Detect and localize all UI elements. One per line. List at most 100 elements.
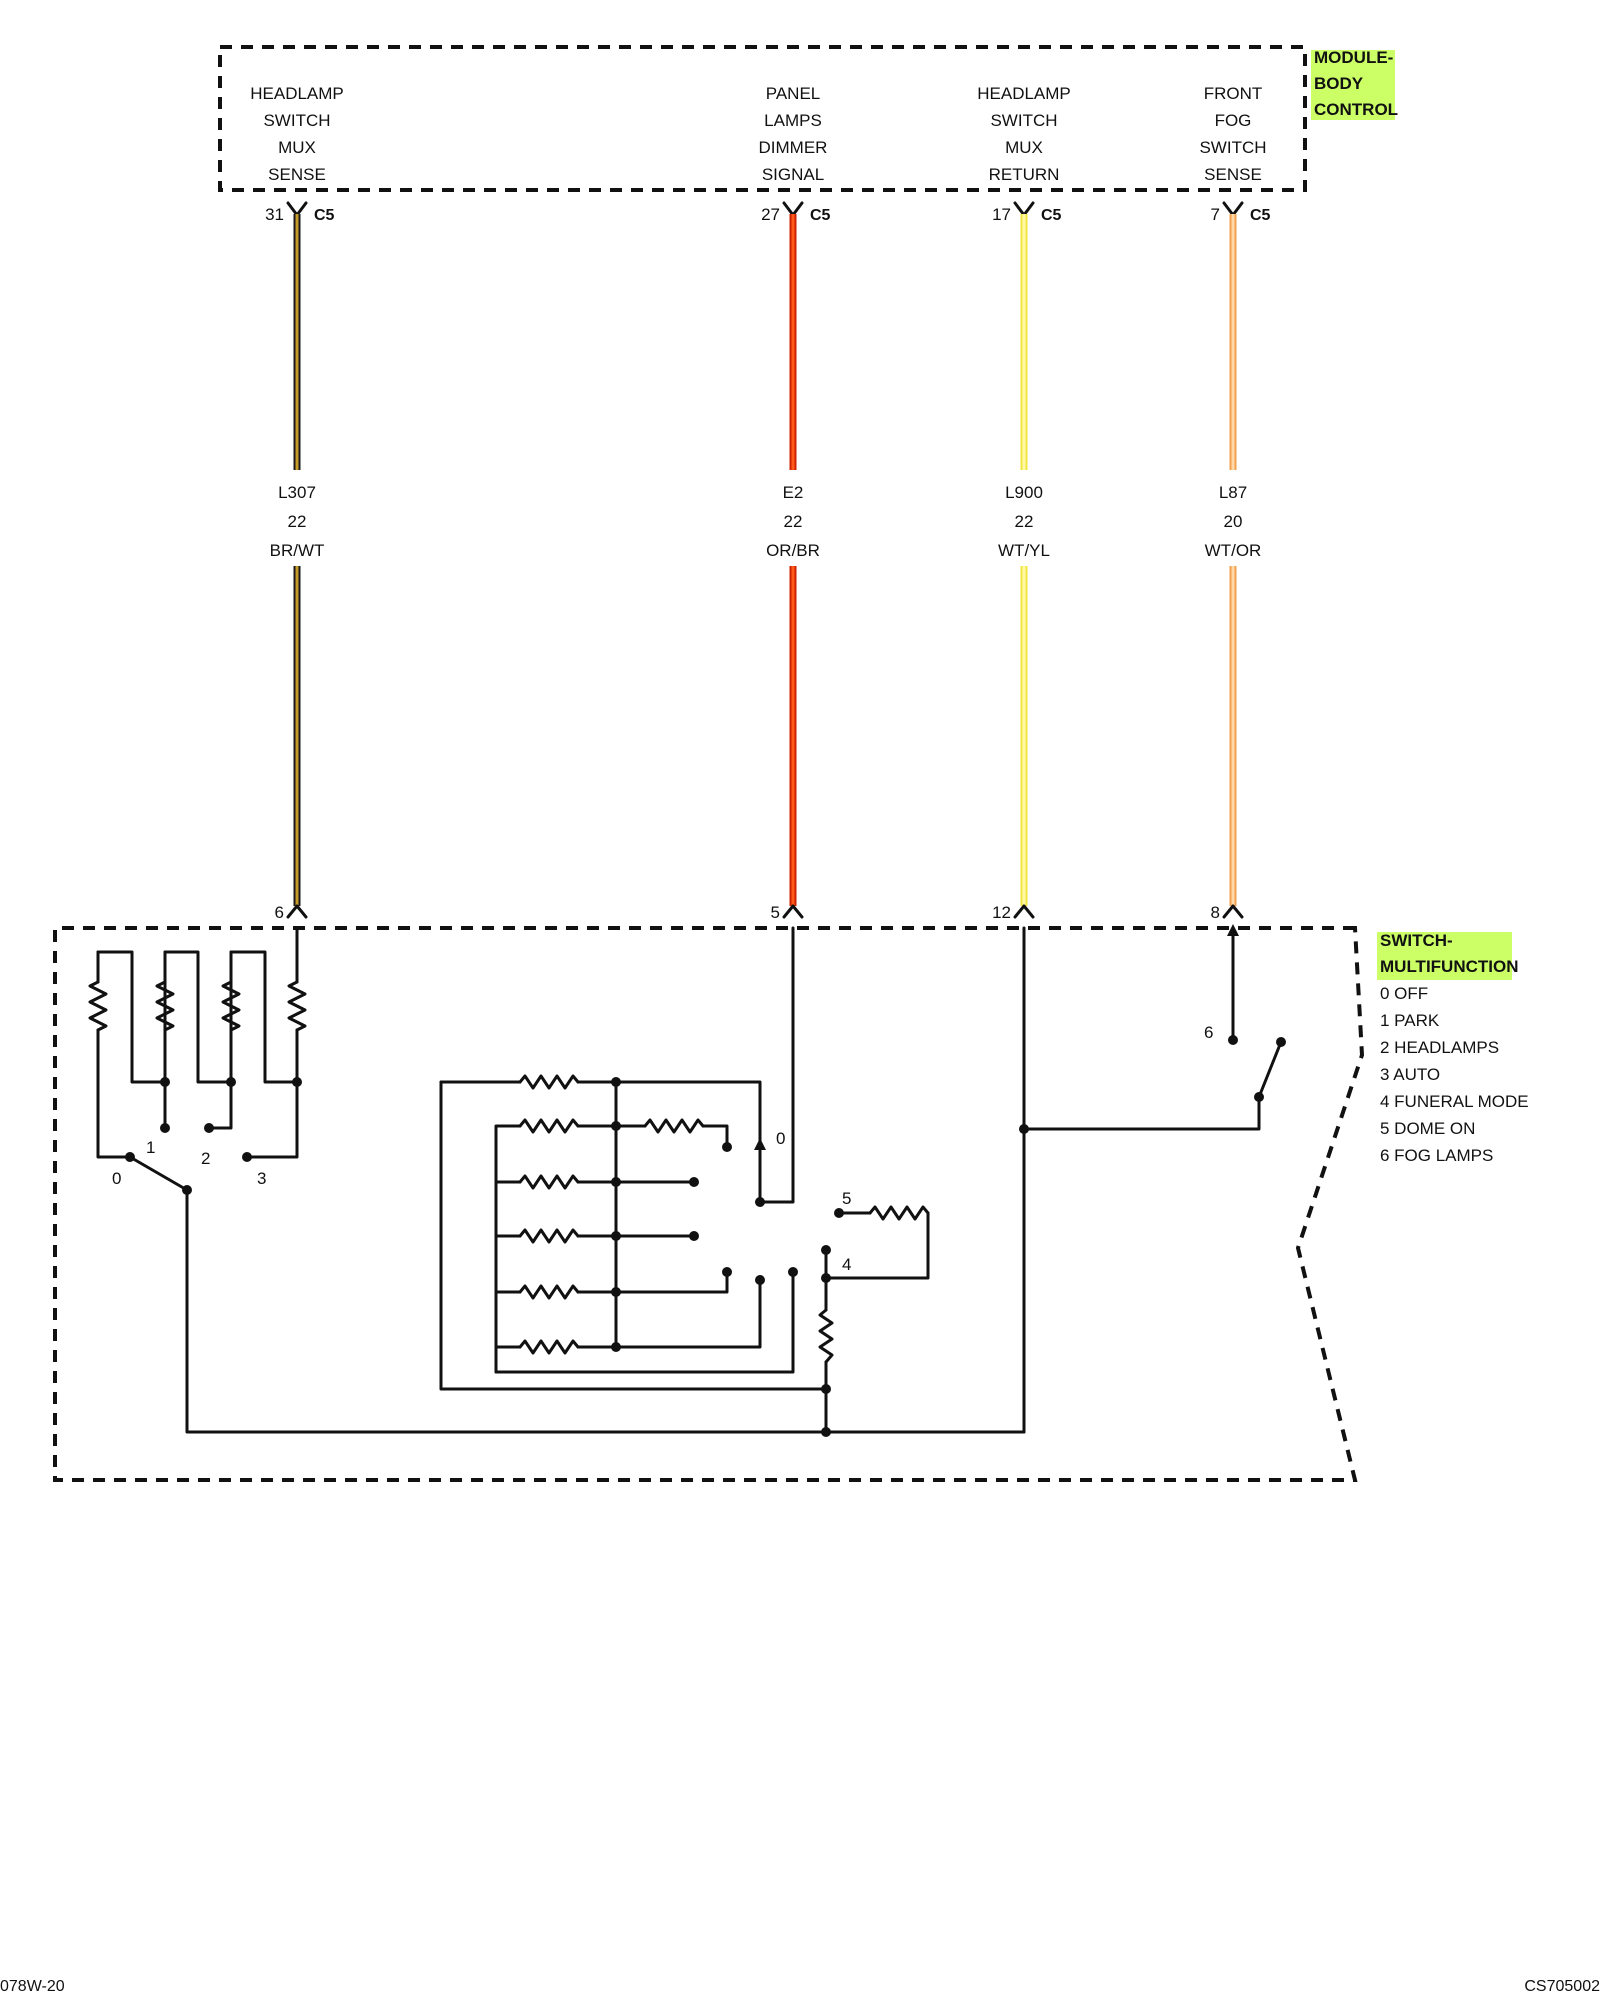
connector-y-symbol [782, 201, 804, 217]
module-title-highlight [1311, 50, 1395, 120]
connector-id-c5: C5 [314, 207, 335, 224]
connector-chevron-symbol [1013, 904, 1035, 919]
multifunction-switch-outline [53, 926, 1365, 1482]
position-legend-item: 6 FOG LAMPS [1380, 1146, 1493, 1165]
fog-arrowhead [1227, 924, 1239, 936]
module-title-line-2: BODY [1314, 74, 1364, 93]
pin-number-31: 31 [265, 205, 284, 224]
pin-17-name-line-3: MUX [1005, 138, 1043, 157]
contact-label: 5 [842, 1189, 851, 1208]
switch-title-highlight [1377, 932, 1512, 980]
position-legend-item: 1 PARK [1380, 1011, 1440, 1030]
wire-l87-color: WT/OR [1205, 541, 1262, 560]
module-title-line-3: CONTROL [1314, 100, 1398, 119]
wire-e2-gauge: 22 [784, 512, 803, 531]
dimmer-wire [439, 1080, 828, 1391]
contact-dot [689, 1177, 699, 1187]
contact-dot [204, 1123, 214, 1133]
pin-31-name-line-3: MUX [278, 138, 316, 157]
connector-y-symbol [1013, 201, 1035, 217]
resistor [643, 1118, 705, 1134]
junction-dot [292, 1077, 302, 1087]
resistor [518, 1174, 580, 1190]
dimmer-wiper-arrowhead [754, 1138, 766, 1150]
headlamp-wiper-arm [128, 1155, 189, 1192]
resistor [518, 1284, 580, 1300]
dimmer-signal-wire [758, 926, 795, 1204]
fog-return-wire [1022, 1095, 1261, 1131]
contact-dot [1228, 1035, 1238, 1045]
contact-dot [1276, 1037, 1286, 1047]
headlamp-wire [207, 1028, 233, 1130]
junction-dot [226, 1077, 236, 1087]
connector-chevron-symbol [782, 904, 804, 919]
contact-dot [755, 1275, 765, 1285]
footer-right-code: CS705002 [1524, 1978, 1600, 1995]
position-legend-item: 4 FUNERAL MODE [1380, 1092, 1529, 1111]
dimmer-wire [494, 1234, 522, 1252]
pin-17-name-line-4: RETURN [989, 165, 1060, 184]
headlamp-wire [245, 1028, 299, 1159]
resistor [818, 1308, 834, 1364]
pin-27-name-line-1: PANEL [766, 84, 821, 103]
resistor [88, 980, 108, 1032]
switch-title-line-1: SWITCH- [1380, 931, 1453, 950]
contact-dot [821, 1245, 831, 1255]
position-legend-item: 5 DOME ON [1380, 1119, 1475, 1138]
wiper-pivot-dot [755, 1197, 765, 1207]
pin-17-name-line-1: HEADLAMP [977, 84, 1071, 103]
dimmer-wire [701, 1124, 729, 1149]
position-legend-item: 2 HEADLAMPS [1380, 1038, 1499, 1057]
contact-dot [722, 1142, 732, 1152]
junction-dot [611, 1077, 621, 1087]
headlamp-return-wire [185, 1188, 1026, 1434]
dimmer-wire [494, 1345, 522, 1374]
wire-e2-circuit: E2 [783, 483, 804, 502]
connector-id-c5: C5 [1250, 207, 1271, 224]
headlamp-wire [96, 1028, 132, 1159]
dimmer-wire [576, 1080, 762, 1142]
contact-label: 1 [146, 1138, 155, 1157]
pin-number-7: 7 [1211, 205, 1220, 224]
switch-pin-8: 8 [1211, 903, 1220, 922]
contact-dot [689, 1231, 699, 1241]
position-legend-item: 3 AUTO [1380, 1065, 1440, 1084]
contact-label: 0 [112, 1169, 121, 1188]
wire-l307-circuit: L307 [278, 483, 316, 502]
connector-y-symbol [1222, 201, 1244, 217]
footer-left-code: 078W-20 [0, 1978, 65, 1995]
switch-pin-6: 6 [275, 903, 284, 922]
dimmer-wire [576, 1278, 762, 1349]
wire-l900-gauge: 22 [1015, 512, 1034, 531]
contact-label: 4 [842, 1255, 851, 1274]
body-control-module-outline [218, 45, 1307, 192]
contact-label: 0 [776, 1129, 785, 1148]
headlamp-ladder-frame [96, 950, 299, 1084]
connector-chevron-symbol [1222, 904, 1244, 919]
switch-pin-5: 5 [771, 903, 780, 922]
connector-id-c5: C5 [810, 207, 831, 224]
connector-chevron-symbol [286, 904, 308, 919]
dimmer-wire [576, 1270, 729, 1294]
pin-27-name-line-2: LAMPS [764, 111, 822, 130]
pin-number-27: 27 [761, 205, 780, 224]
resistor [518, 1118, 580, 1134]
wire-l307-gauge: 22 [288, 512, 307, 531]
contact-label: 6 [1204, 1023, 1213, 1042]
position-legend-item: 0 OFF [1380, 984, 1428, 1003]
switch-internal-circuit [88, 924, 1286, 1437]
fog-switch-arm [1257, 1040, 1283, 1099]
resistor [518, 1339, 580, 1355]
contact-label: 3 [257, 1169, 266, 1188]
switch-title-line-2: MULTIFUNCTION [1380, 957, 1519, 976]
contact-dot [160, 1123, 170, 1133]
junction-dot [160, 1077, 170, 1087]
module-title-line-1: MODULE- [1314, 48, 1393, 67]
pin-7-name-line-2: FOG [1215, 111, 1252, 130]
resistor [868, 1205, 930, 1221]
pin-31-name-line-2: SWITCH [263, 111, 330, 130]
junction-dot [611, 1342, 621, 1352]
contact-label: 2 [201, 1149, 210, 1168]
junction-dot [611, 1177, 621, 1187]
contact-dot [834, 1208, 844, 1218]
